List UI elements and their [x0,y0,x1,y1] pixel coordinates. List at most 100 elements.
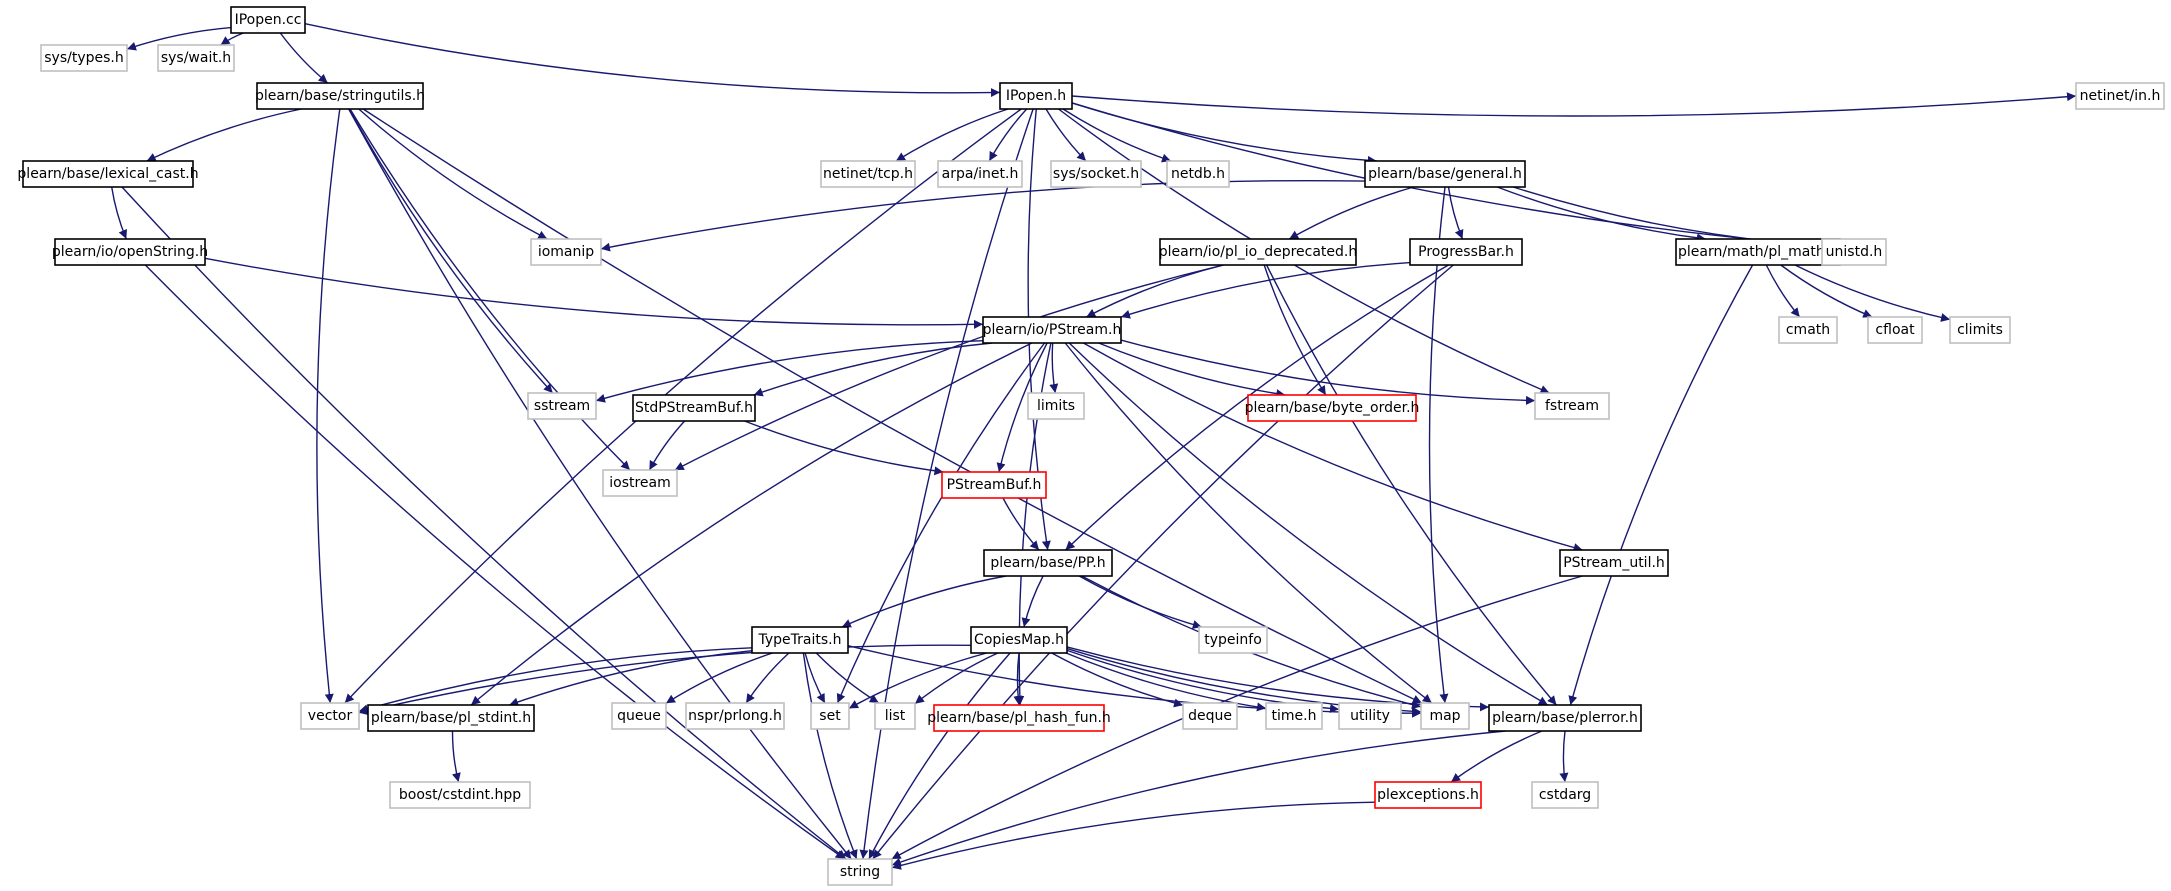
node-label: PStreamBuf.h [947,477,1042,493]
node-limits: limits [1027,392,1085,420]
node-ipopen-h[interactable]: IPopen.h [999,82,1073,110]
node-plerror[interactable]: plearn/base/plerror.h [1488,704,1642,732]
node-box [1821,238,1887,266]
node-pl-io-dep[interactable]: plearn/io/pl_io_deprecated.h [1159,238,1358,266]
node-ipopen-cc[interactable]: IPopen.cc [230,6,306,34]
node-label: sys/wait.h [161,50,231,66]
node-label: sys/types.h [44,50,123,66]
node-label: cmath [1786,322,1830,338]
node-lexical-cast[interactable]: plearn/base/lexical_cast.h [17,160,199,188]
node-label: climits [1957,322,2003,338]
node-box [1050,160,1142,188]
node-box [1182,702,1238,730]
edge-ipopen_h-to-netinet_tcp [895,108,1009,162]
node-box [389,781,531,809]
edge-typetraits-to-vector [358,647,753,714]
node-stringutils[interactable]: plearn/base/stringutils.h [255,82,425,110]
edge-stringutils-to-map [362,108,1423,704]
edge-stringutils-to-vector [316,108,341,704]
node-box [530,238,602,266]
node-box [1420,702,1470,730]
edge-pstreambuf-to-pp [1002,497,1040,551]
node-openstring[interactable]: plearn/io/openString.h [52,238,208,266]
edge-ipopen_cc-to-stringutils [279,32,329,84]
node-pstreambuf[interactable]: PStreamBuf.h [941,471,1047,499]
node-climits: climits [1949,316,2011,344]
node-label: string [840,864,880,880]
node-copiesmap[interactable]: CopiesMap.h [970,626,1068,654]
node-queue: queue [611,702,667,730]
node-typetraits[interactable]: TypeTraits.h [751,626,849,654]
edge-pp-to-copiesmap [1021,575,1044,628]
node-sys-types: sys/types.h [40,44,128,72]
edge-general-to-pl_math [1496,186,1706,243]
node-box [983,549,1113,577]
node-box [1778,316,1838,344]
node-label: deque [1188,708,1232,724]
edge-stringutils-to-iomanip [358,108,548,240]
edge-copiesmap-to-string [868,652,1011,860]
node-general[interactable]: plearn/base/general.h [1364,160,1526,188]
node-box [527,392,597,420]
node-deque: deque [1182,702,1238,730]
edge-ipopen_cc-to-sys_types [126,26,232,51]
node-label: plearn/base/lexical_cast.h [17,166,198,182]
node-box [937,160,1023,188]
node-box [611,702,667,730]
edge-openstring-to-string [144,264,846,860]
edge-pl_io_dep-to-iostream [674,264,1224,471]
node-pstream-util[interactable]: PStream_util.h [1559,549,1669,577]
node-label: netdb.h [1171,166,1225,182]
node-box [1559,549,1669,577]
node-label: boost/cstdint.hpp [399,787,521,803]
node-cmath: cmath [1778,316,1838,344]
edge-pstream_util-to-string [891,575,1583,860]
edge-pstream-to-pl_stdint [470,342,1033,706]
node-arpa-inet: arpa/inet.h [937,160,1023,188]
node-label: plearn/base/general.h [1368,166,1522,182]
node-label: time.h [1272,708,1317,724]
node-box [1531,781,1599,809]
node-box [1534,392,1610,420]
node-unistd: unistd.h [1821,238,1887,266]
node-pl-math[interactable]: plearn/math/pl_math.h [1675,238,1841,266]
edge-general-to-unistd [1512,186,1823,250]
edge-ipopen_h-to-arpa_inet [988,108,1028,162]
node-label: typeinfo [1204,632,1262,648]
edge-typetraits-to-set [804,652,826,704]
node-pstream[interactable]: plearn/io/PStream.h [982,316,1122,344]
edge-pstream-to-plerror [1068,342,1549,706]
edge-general-to-iomanip [600,179,1366,252]
node-stdpstreambuf[interactable]: StdPStreamBuf.h [632,394,756,422]
node-label: list [885,708,906,724]
node-byte-order[interactable]: plearn/base/byte_order.h [1245,394,1420,422]
edge-plerror-to-string [891,730,1506,867]
node-sys-socket: sys/socket.h [1050,160,1142,188]
edge-pp-to-typetraits [841,575,1007,628]
node-pl-hash-fun[interactable]: plearn/base/pl_hash_fun.h [927,704,1111,732]
node-pp[interactable]: plearn/base/PP.h [983,549,1113,577]
node-netinet-in: netinet/in.h [2075,82,2165,110]
node-box [2075,82,2165,110]
edge-stringutils-to-lexical_cast [146,108,302,162]
node-pl-stdint[interactable]: plearn/base/pl_stdint.h [367,704,535,732]
node-netdb: netdb.h [1166,160,1230,188]
edge-plexceptions-to-string [891,801,1376,870]
node-label: utility [1350,708,1390,724]
node-label: plearn/math/pl_math.h [1678,244,1838,260]
node-box [632,394,756,422]
node-label: netinet/tcp.h [823,166,913,182]
edge-typetraits-to-queue [665,652,773,704]
edge-pl_stdint-to-boost_cstdint [451,730,461,783]
edge-ipopen_cc-to-sys_wait [220,32,244,46]
node-cfloat: cfloat [1867,316,1923,344]
node-box [1198,626,1268,654]
node-progressbar[interactable]: ProgressBar.h [1409,238,1523,266]
node-label: IPopen.h [1006,88,1066,104]
node-box [1488,704,1642,732]
node-label: StdPStreamBuf.h [635,400,753,416]
node-plexceptions[interactable]: plexceptions.h [1374,781,1482,809]
edge-pstream-to-sstream [595,340,984,403]
node-list: list [874,702,916,730]
